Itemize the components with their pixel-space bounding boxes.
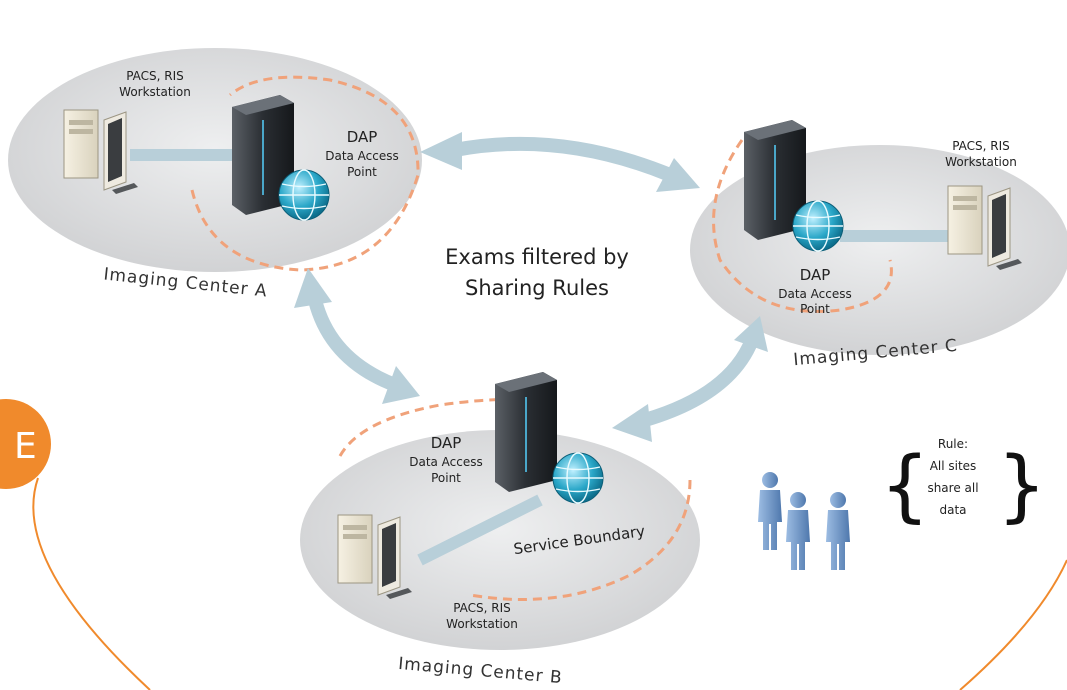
globe-c-icon (792, 200, 844, 252)
brace-left: { (880, 441, 930, 531)
globe-a-icon (278, 169, 330, 221)
dap-a-title: DAP (347, 128, 378, 146)
server-b-icon (494, 371, 558, 493)
globe-b-icon (552, 452, 604, 504)
center-title-line2: Sharing Rules (465, 276, 609, 300)
badge-letter: E (14, 426, 37, 467)
brace-right: } (997, 441, 1047, 531)
dap-c-sub-2: Point (800, 302, 830, 316)
workstation-a-label-2: Workstation (119, 85, 191, 99)
decorative-arc-left (32, 477, 151, 690)
badge-circle: E (0, 399, 51, 489)
rule-line-3: share all (927, 481, 978, 495)
rule-line-1: Rule: (938, 437, 968, 451)
dap-a-sub-1: Data Access (325, 149, 399, 163)
workstation-a-label-1: PACS, RIS (126, 69, 184, 83)
link-b (417, 494, 543, 566)
workstation-b-label-1: PACS, RIS (453, 601, 511, 615)
person-icon (826, 492, 850, 570)
workstation-c-label-1: PACS, RIS (952, 139, 1010, 153)
service-boundary-c (712, 139, 893, 313)
dap-a-sub-2: Point (347, 165, 377, 179)
service-boundary-a (190, 75, 420, 272)
arrow-b-to-c (612, 316, 768, 442)
dap-c-sub-1: Data Access (778, 287, 852, 301)
dap-c-title: DAP (800, 266, 831, 284)
dap-b-sub-1: Data Access (409, 455, 483, 469)
person-icon (758, 472, 782, 550)
decorative-arc-right (959, 559, 1067, 690)
arrow-a-to-b (294, 268, 420, 404)
dap-b-title: DAP (431, 434, 462, 452)
dap-b-sub-2: Point (431, 471, 461, 485)
arrow-a-to-c (420, 132, 700, 192)
rule-line-4: data (939, 503, 966, 517)
workstation-b-label-2: Workstation (446, 617, 518, 631)
center-title-line1: Exams filtered by (445, 245, 629, 269)
person-icon (786, 492, 810, 570)
workstation-c-label-2: Workstation (945, 155, 1017, 169)
rule-line-2: All sites (930, 459, 977, 473)
imaging-center-b-label: Imaging Center B (397, 654, 563, 688)
